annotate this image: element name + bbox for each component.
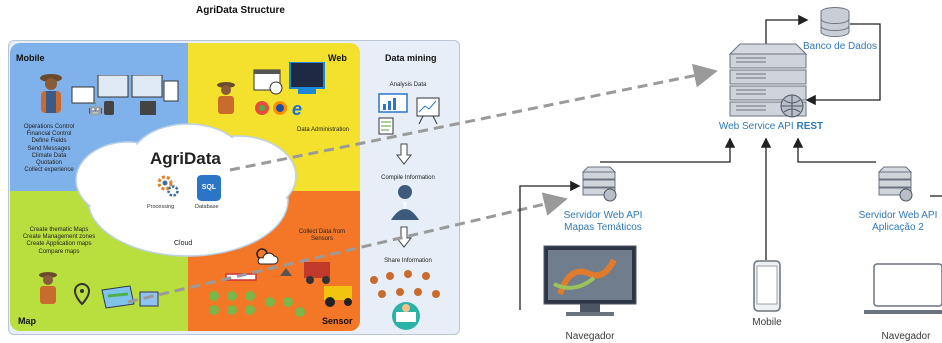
mobile-items: Operations Control Financial Control Def… (18, 124, 80, 174)
share-people-icon (370, 270, 440, 330)
cloud-label: Cloud (174, 240, 193, 247)
server2-to-ws-line (792, 137, 876, 163)
server2-icon (877, 166, 913, 202)
browser2-label: Navegador (881, 331, 931, 342)
mobile-phone-icon (753, 260, 781, 312)
svg-text:e: e (292, 99, 302, 118)
sensor-label: Sensor (322, 316, 353, 326)
mobile-item: Define Fields (31, 138, 67, 145)
mobile-item: Operations Control (23, 124, 75, 130)
ws-to-db-line (765, 14, 809, 44)
map-user-icon (39, 272, 57, 304)
data-mining-label: Data mining (385, 53, 437, 63)
processing-gear-icon (157, 175, 179, 197)
browser-icons: e (253, 62, 325, 118)
mobile-item: Quotation (35, 160, 63, 167)
map-item: Create Management zones (22, 234, 96, 241)
cloud-title: AgriData (150, 149, 221, 168)
browser2-laptop-icon (864, 263, 942, 314)
map-items: Create thematic Maps Create Management z… (14, 227, 104, 256)
mobile-label: Mobile (752, 317, 782, 328)
sensor-item-line: Collect Data from (298, 229, 346, 235)
weather-icon (256, 248, 279, 265)
database-icon (820, 7, 850, 37)
browser1-to-server1-line (519, 180, 581, 310)
analysis-chart-icon (378, 93, 440, 135)
mobile-item: Collect experience (24, 167, 74, 174)
sensor-field-icon (209, 262, 352, 317)
compile-person-icon (391, 185, 419, 220)
db-label: Banco de Dados (803, 41, 877, 52)
sensor-item-line: Sensors (310, 236, 333, 243)
server1-to-ws-line (600, 137, 736, 163)
database-sql-icon: SQL (197, 175, 221, 201)
server1-label-line1: Servidor Web API (563, 210, 643, 221)
sql-text: SQL (201, 184, 217, 191)
server2-label-line1: Servidor Web API (858, 210, 938, 221)
web-service-label-rest: REST (796, 121, 824, 132)
share-label: Share Information (384, 258, 432, 264)
arrow-down-icon (396, 143, 412, 165)
compile-label: Compile Information (381, 175, 435, 181)
devices-icon: 🤖 (71, 75, 179, 116)
server1-label-line2: Mapas Temáticos (564, 222, 642, 233)
browser1-label: Navegador (565, 331, 615, 342)
web-service-label-text: Web Service API (718, 121, 794, 132)
mobile-item: Financial Control (26, 131, 72, 138)
structure-title: AgriData Structure (196, 5, 285, 16)
web-user-icon (217, 82, 235, 114)
processing-label: Processing (147, 204, 175, 210)
mobile-label: Mobile (16, 53, 45, 63)
database-label: Database (195, 204, 219, 210)
db-to-ws-line (805, 23, 881, 106)
mobile-item: Climate Data (31, 152, 67, 159)
server1-icon (581, 166, 617, 202)
sensor-item: Collect Data from Sensors (288, 229, 356, 243)
map-tools-icon (73, 282, 159, 309)
analysis-label: Analysis Data (389, 82, 427, 88)
server1-label: Servidor Web API Mapas Temáticos (548, 210, 658, 234)
dashed-arrow-map-to-server (127, 192, 568, 304)
web-item: Data Administration (296, 127, 350, 133)
dashed-arrow-cloud-to-webservice (229, 63, 718, 172)
svg-text:🤖: 🤖 (88, 102, 103, 116)
web-service-server-icon (728, 43, 808, 118)
server2-label: Servidor Web API Aplicação 2 (848, 210, 942, 234)
map-item: Create thematic Maps (29, 227, 89, 233)
browser1-monitor-icon (543, 245, 637, 316)
map-item: Create Application maps (26, 241, 92, 248)
farmer-avatar-icon (40, 74, 62, 113)
server2-label-line2: Aplicação 2 (872, 222, 924, 233)
web-label: Web (328, 53, 347, 63)
map-label: Map (18, 316, 36, 326)
map-item: Compare maps (38, 248, 80, 255)
mobile-item: Send Messages (27, 145, 71, 152)
web-service-label: Web Service API REST (716, 121, 826, 133)
